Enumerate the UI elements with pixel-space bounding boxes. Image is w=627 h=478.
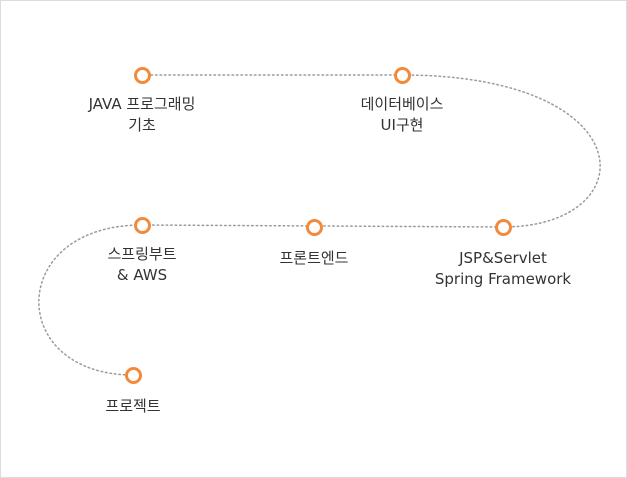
step-4-label: 프론트엔드	[224, 248, 404, 269]
step-6-marker	[125, 367, 142, 384]
step-5-marker	[134, 217, 151, 234]
step-1-label-line-2: 기초	[128, 116, 156, 134]
step-2-marker	[394, 67, 411, 84]
step-5-label: 스프링부트 & AWS	[52, 244, 232, 286]
step-1-label-line-1: JAVA 프로그래밍	[88, 95, 196, 113]
step-2-label-line-2: UI구현	[380, 116, 424, 134]
step-3-label: JSP&Servlet Spring Framework	[413, 248, 593, 290]
step-2-label: 데이터베이스 UI구현	[312, 94, 492, 136]
step-5-label-line-2: & AWS	[116, 266, 168, 284]
step-6-label: 프로젝트	[43, 396, 223, 417]
step-3-label-line-2: Spring Framework	[434, 270, 572, 288]
step-4-marker	[306, 219, 323, 236]
step-2-label-line-1: 데이터베이스	[360, 95, 444, 113]
step-4-label-line-1: 프론트엔드	[279, 249, 349, 267]
step-3-label-line-1: JSP&Servlet	[459, 249, 547, 267]
step-3-marker	[495, 219, 512, 236]
step-5-label-line-1: 스프링부트	[107, 245, 177, 263]
step-1-label: JAVA 프로그래밍 기초	[52, 94, 232, 136]
step-1-marker	[134, 67, 151, 84]
step-6-label-line-1: 프로젝트	[105, 397, 161, 415]
